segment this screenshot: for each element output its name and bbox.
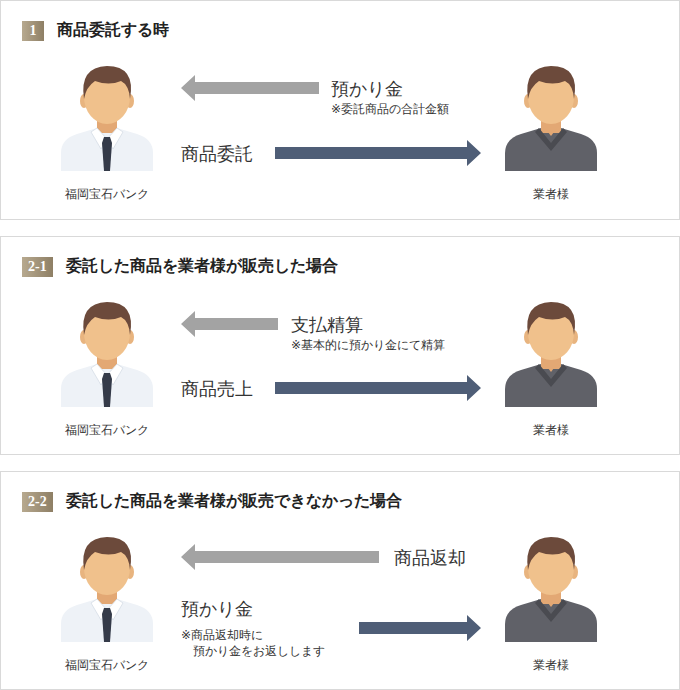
note-text: ※委託商品の合計金額 xyxy=(331,101,481,117)
step-number: 2-2 xyxy=(28,494,47,509)
person-figure xyxy=(501,295,601,407)
person-node: 福岡宝石バンク xyxy=(51,51,181,206)
person-label: 福岡宝石バンク xyxy=(37,422,177,438)
arrow-label: 商品売上 xyxy=(181,377,275,401)
person-node: 福岡宝石バンク xyxy=(51,287,181,442)
person-label: 業者様 xyxy=(481,657,621,673)
person-node: 福岡宝石バンク xyxy=(51,522,181,677)
label-patch: 預かり金※委託商品の合計金額 xyxy=(319,77,481,117)
label-patch: 商品返却 xyxy=(379,546,481,570)
arrow-label: 商品委託 xyxy=(181,142,275,166)
person-node: 業者様 xyxy=(481,522,621,677)
person-label: 福岡宝石バンク xyxy=(37,657,177,673)
person-column: 福岡宝石バンク xyxy=(57,287,157,442)
person-label: 福岡宝石バンク xyxy=(37,186,177,202)
person-column: 業者様 xyxy=(501,287,601,442)
person-column: 福岡宝石バンク xyxy=(57,51,157,206)
note-text: ※商品返却時に 預かり金をお返しします xyxy=(181,627,359,659)
scene-panel: 商品委託する時1福岡宝石バンク業者様預かり金※委託商品の合計金額商品委託 xyxy=(0,0,680,220)
person-node: 業者様 xyxy=(481,51,621,206)
step-number: 2-1 xyxy=(28,259,47,274)
person-figure xyxy=(57,530,157,642)
step-number: 1 xyxy=(30,23,37,38)
label-patch: 商品売上 xyxy=(181,377,275,401)
panel-title: 委託した商品を業者様が販売した場合 xyxy=(66,255,338,277)
panel-title: 委託した商品を業者様が販売できなかった場合 xyxy=(66,490,402,512)
flow-arrow xyxy=(181,140,481,166)
person-figure xyxy=(501,530,601,642)
person-node: 業者様 xyxy=(481,287,621,442)
arrow-label: 預かり金 xyxy=(331,77,481,101)
flow-arrow xyxy=(181,544,481,570)
person-figure xyxy=(57,295,157,407)
arrow-label: 支払精算 xyxy=(291,313,481,337)
person-label: 業者様 xyxy=(481,422,621,438)
label-patch: 商品委託 xyxy=(181,142,275,166)
note-text: ※基本的に預かり金にて精算 xyxy=(291,337,473,353)
panel-title: 商品委託する時 xyxy=(57,19,169,41)
scene-panel: 委託した商品を業者様が販売した場合2-1福岡宝石バンク業者様支払精算※基本的に預… xyxy=(0,236,680,455)
arrow-label: 預かり金 xyxy=(181,597,359,621)
arrow-label: 商品返却 xyxy=(394,546,481,570)
person-column: 福岡宝石バンク xyxy=(57,522,157,677)
step-badge: 2-2 xyxy=(22,492,53,512)
person-column: 業者様 xyxy=(501,51,601,206)
step-badge: 2-1 xyxy=(22,257,53,277)
label-patch: 預かり金 ※商品返却時に 預かり金をお返しします xyxy=(181,597,359,659)
scene-panel: 委託した商品を業者様が販売できなかった場合2-2福岡宝石バンク業者様商品返却預か… xyxy=(0,471,680,690)
step-badge: 1 xyxy=(22,21,44,41)
person-figure xyxy=(501,59,601,171)
person-figure xyxy=(57,59,157,171)
label-patch: 支払精算※基本的に預かり金にて精算 xyxy=(278,313,481,353)
flow-arrow xyxy=(181,375,481,401)
person-column: 業者様 xyxy=(501,522,601,677)
person-label: 業者様 xyxy=(481,186,621,202)
